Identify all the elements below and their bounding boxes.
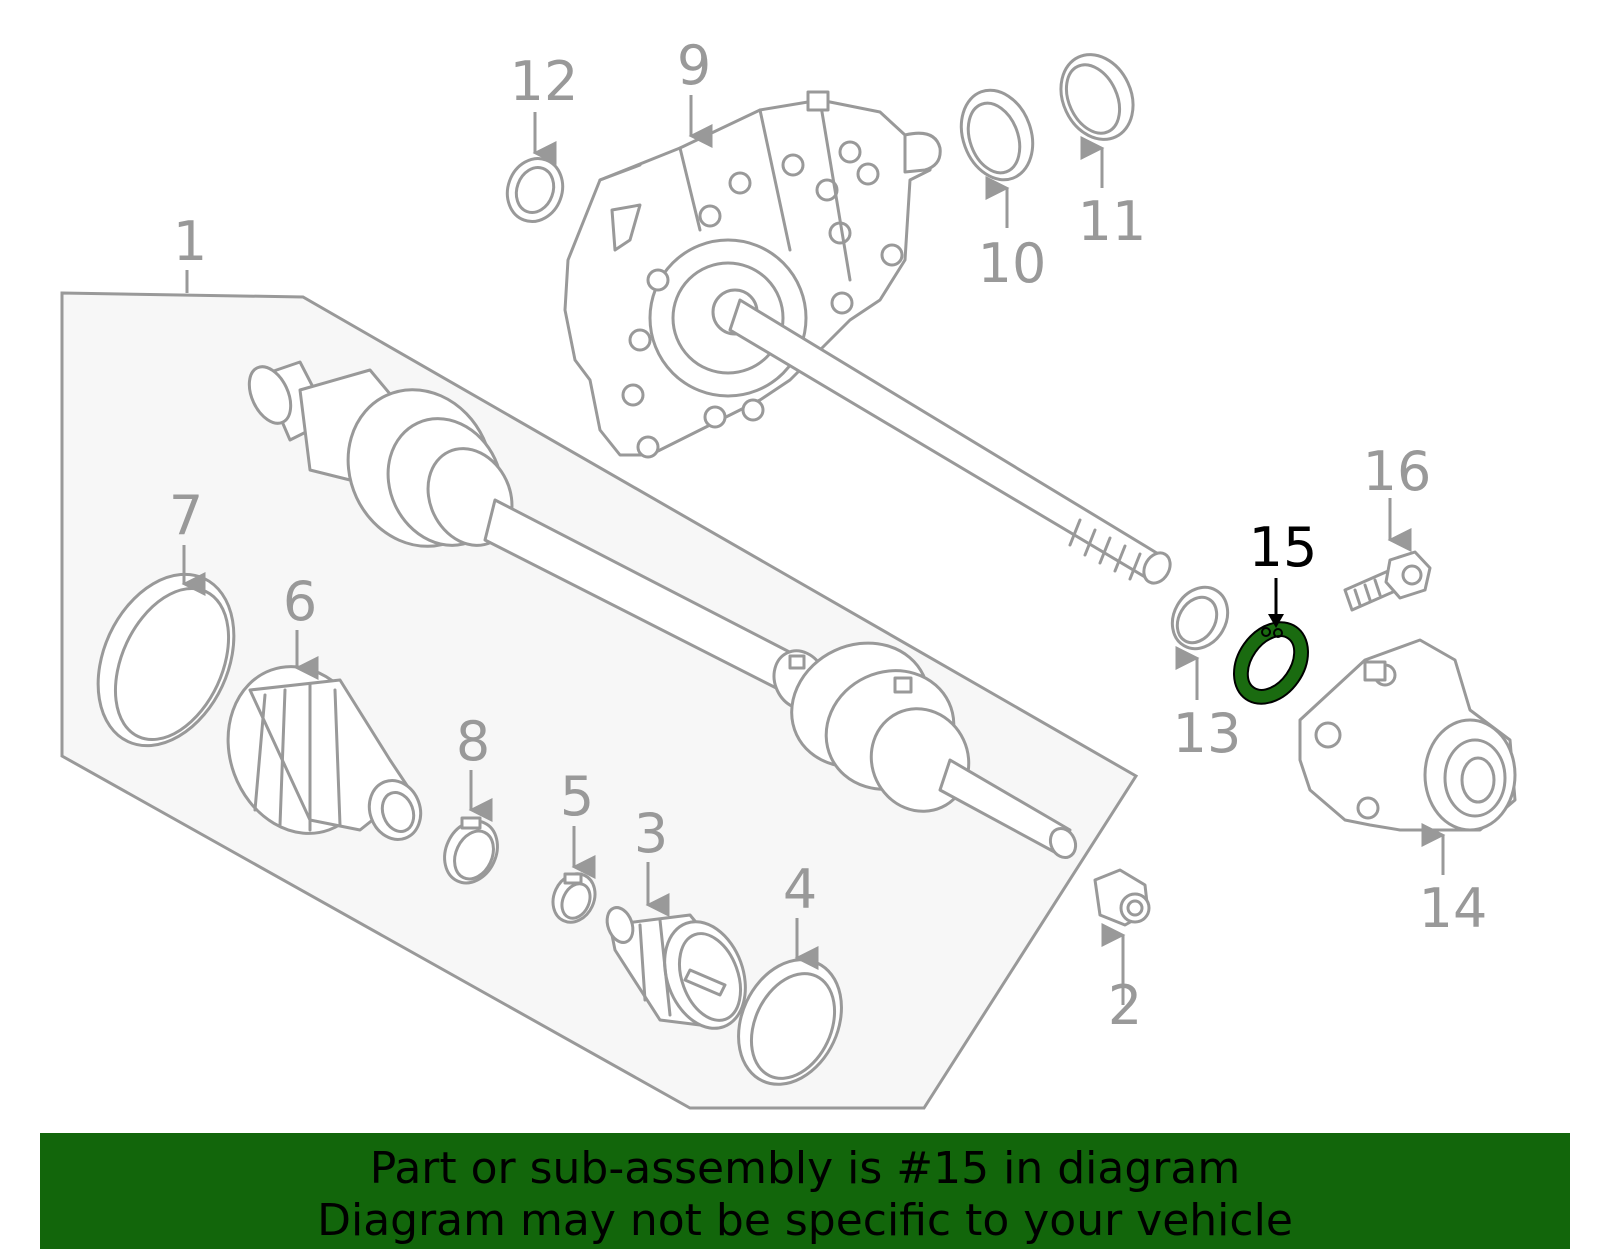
callout-8: 8 bbox=[456, 710, 490, 773]
part-15-snap-ring[interactable] bbox=[1219, 608, 1324, 718]
info-banner: Part or sub-assembly is #15 in diagram D… bbox=[40, 1133, 1570, 1249]
callout-12: 12 bbox=[510, 50, 579, 113]
part-14-housing[interactable] bbox=[1298, 638, 1517, 832]
callout-arrows bbox=[181, 95, 1446, 1005]
callout-16: 16 bbox=[1363, 440, 1432, 503]
part-16-bolt[interactable] bbox=[1343, 550, 1432, 612]
callout-6: 6 bbox=[283, 570, 317, 633]
part-12-small-seal[interactable] bbox=[499, 151, 572, 230]
callout-11: 11 bbox=[1078, 190, 1147, 253]
part-8-clamp[interactable] bbox=[435, 812, 507, 891]
part-9-differential-housing[interactable] bbox=[563, 90, 942, 459]
callout-15: 15 bbox=[1249, 516, 1318, 579]
callout-5: 5 bbox=[560, 765, 594, 828]
banner-line-2: Diagram may not be specific to your vehi… bbox=[317, 1195, 1293, 1246]
part-6-boot[interactable] bbox=[205, 646, 429, 854]
callout-10: 10 bbox=[978, 232, 1047, 295]
part-13-seal[interactable] bbox=[1161, 577, 1238, 658]
callout-1: 1 bbox=[173, 210, 207, 273]
callout-13: 13 bbox=[1173, 702, 1242, 765]
part-1-axle-shaft[interactable] bbox=[241, 360, 1080, 861]
part-2-nut[interactable] bbox=[1093, 868, 1151, 927]
callout-2: 2 bbox=[1108, 974, 1142, 1037]
callout-3: 3 bbox=[634, 802, 668, 865]
part-10-seal[interactable] bbox=[949, 80, 1044, 190]
callout-4: 4 bbox=[783, 858, 817, 921]
part-3-boot[interactable] bbox=[603, 904, 760, 1040]
banner-line-1: Part or sub-assembly is #15 in diagram bbox=[369, 1143, 1241, 1194]
output-shaft bbox=[728, 298, 1172, 585]
callout-9: 9 bbox=[677, 34, 711, 97]
part-11-seal-ring[interactable] bbox=[1048, 43, 1147, 151]
callout-14: 14 bbox=[1419, 877, 1488, 940]
callout-7: 7 bbox=[169, 484, 203, 547]
callout-labels: 1 2 3 4 5 6 7 8 9 10 11 12 13 14 15 16 bbox=[169, 34, 1488, 1037]
axle-assembly-panel bbox=[60, 291, 1139, 1110]
